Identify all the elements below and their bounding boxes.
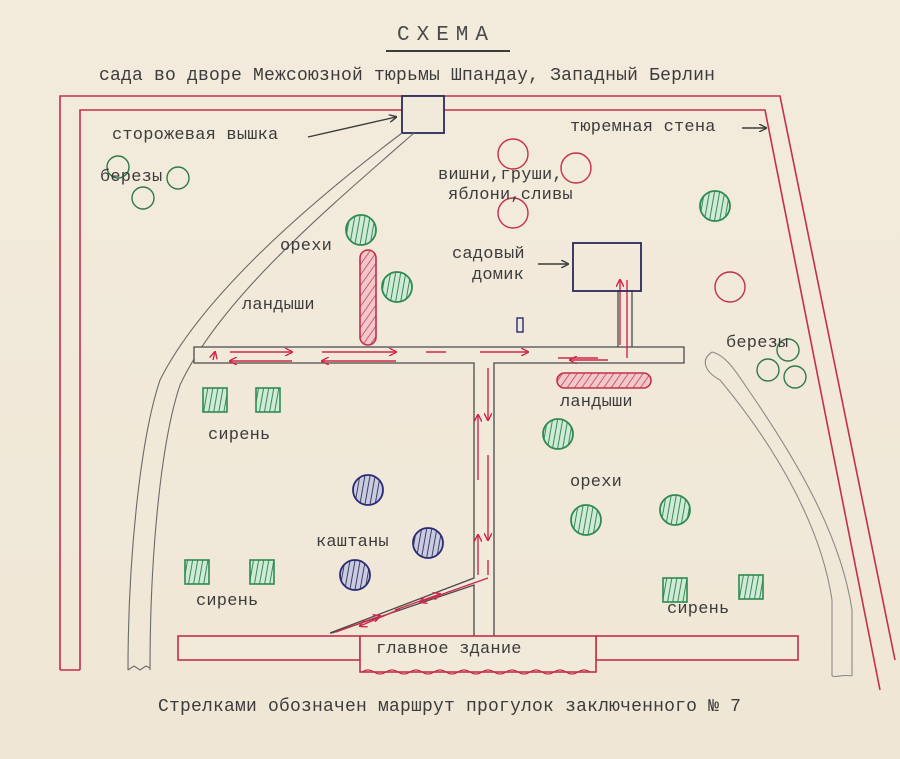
document-caption: Стрелками обозначен маршрут прогулок зак… (158, 697, 742, 717)
walnut-tree (699, 190, 731, 222)
route-arrow (335, 616, 380, 633)
label-lilac-left-bottom: сирень (196, 592, 259, 611)
chestnut-tree (339, 559, 371, 591)
label-walnuts-top: орехи (280, 237, 333, 256)
small-marker-symbol (516, 317, 524, 333)
birch-tree (783, 365, 807, 389)
walnut-tree (381, 271, 413, 303)
label-garden-house-line1: садовый (452, 245, 525, 264)
route-arrow (394, 594, 440, 611)
walnut-tree (659, 494, 691, 526)
birch-trees (106, 155, 807, 389)
route-arrow (213, 352, 215, 361)
route-arrow (360, 608, 401, 626)
walnut-tree (570, 504, 602, 536)
label-fruit-trees-line1: вишни,груши, (438, 166, 563, 185)
lilac-bush (255, 387, 281, 413)
birch-tree (776, 338, 800, 362)
chestnut-tree (352, 474, 384, 506)
lilac-bush (249, 559, 275, 585)
label-main-building: главное здание (376, 640, 522, 659)
lily-bed-vertical (359, 249, 377, 346)
birch-tree (166, 166, 190, 190)
lilac-bush (202, 387, 228, 413)
lilac-bush (738, 574, 764, 600)
birch-tree (131, 186, 155, 210)
lily-bed-horizontal (556, 372, 652, 389)
label-watchtower: сторожевая вышка (112, 126, 279, 145)
label-walnuts-right: орехи (570, 473, 623, 492)
label-chestnuts: каштаны (316, 533, 389, 552)
walnut-tree (345, 214, 377, 246)
label-fruit-trees-line2: яблони,сливы (448, 186, 573, 205)
walnut-trees (345, 190, 731, 536)
walnut-tree (542, 418, 574, 450)
perimeter-walkway-left (127, 132, 415, 671)
label-birches-right: березы (726, 334, 789, 353)
main-building-wing-right (595, 635, 799, 661)
watchtower-symbol (401, 95, 445, 134)
fruit-tree (560, 152, 592, 184)
main-building-symbol (177, 635, 799, 675)
title-underline (386, 50, 510, 52)
walking-route (213, 280, 628, 633)
garden-house-symbol (572, 242, 642, 292)
label-lilac-left-top: сирень (208, 426, 271, 445)
watchtower-pointer-arrow (307, 117, 396, 138)
lilac-bush (184, 559, 210, 585)
chestnut-trees (339, 474, 444, 591)
route-arrow (420, 577, 489, 602)
label-prison-wall: тюремная стена (570, 118, 716, 137)
main-building-wing-left (177, 635, 361, 661)
document-title: СХЕМА (397, 24, 496, 47)
perimeter-walkway-right (704, 351, 853, 678)
garden-paths (193, 290, 685, 641)
label-lilac-right: сирень (667, 600, 730, 619)
birch-tree (756, 358, 780, 382)
birch-tree (106, 155, 130, 179)
lilac-bush (662, 577, 688, 603)
path-horizontal (193, 346, 685, 641)
label-lilies-right: ландыши (560, 393, 633, 412)
fruit-tree (497, 197, 529, 229)
fruit-trees (497, 138, 746, 303)
fruit-tree (714, 271, 746, 303)
label-lilies-left: ландыши (242, 296, 315, 315)
label-garden-house-line2: домик (472, 266, 525, 285)
label-birches-top-left: березы (100, 168, 163, 187)
lilac-bushes (184, 387, 764, 603)
fruit-tree (497, 138, 529, 170)
chestnut-tree (412, 527, 444, 559)
main-building-center (359, 635, 597, 673)
document-subtitle: сада во дворе Межсоюзной тюрьмы Шпандау,… (99, 66, 716, 86)
